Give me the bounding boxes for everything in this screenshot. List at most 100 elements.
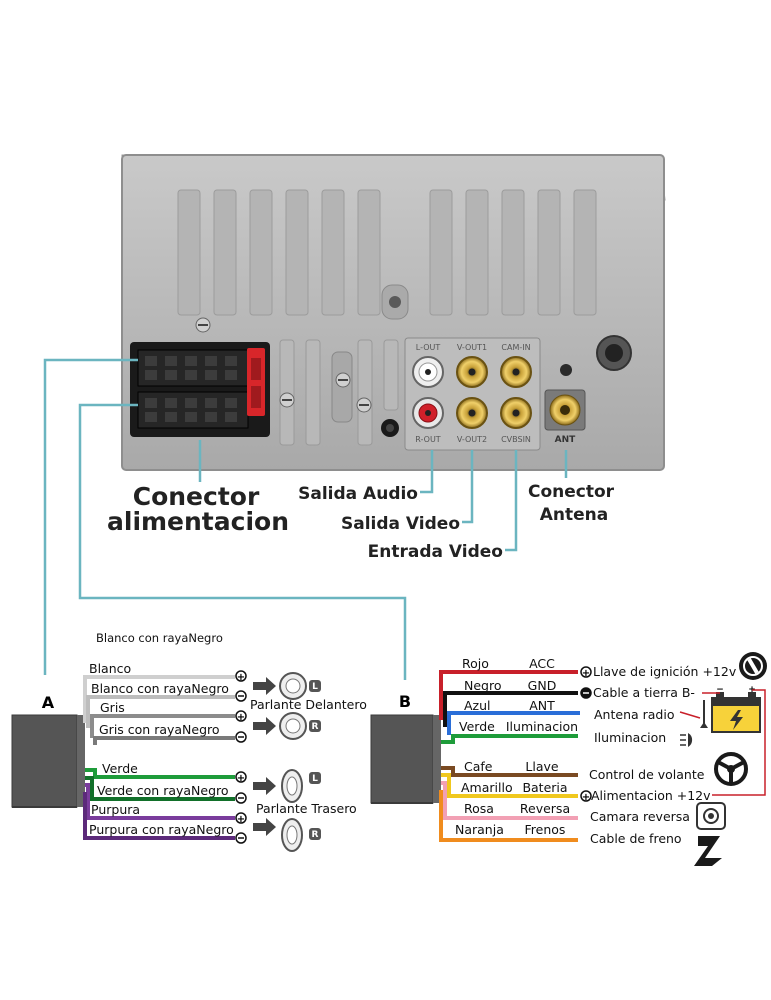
- wire-label: Blanco: [89, 661, 131, 676]
- wire-label: Blanco con rayaNegro: [91, 681, 229, 696]
- wire-green: [85, 768, 235, 779]
- rca-label-cam-in: CAM-IN: [501, 343, 530, 352]
- wire-green: [441, 734, 578, 744]
- svg-text:+: +: [237, 773, 245, 784]
- harness-b: B Rojo ACC Negro GND Azul ANT Verde Ilum…: [370, 652, 767, 866]
- callout-leaders: [43, 358, 568, 680]
- polarity-icon: + +: [580, 666, 592, 803]
- headlight-icon: [680, 733, 693, 747]
- speaker-left-badge: L: [312, 682, 318, 692]
- screw-icon: [195, 317, 372, 413]
- antenna-label: ANT: [555, 435, 576, 445]
- speaker-icon: [279, 672, 307, 852]
- wire-function: ACC: [529, 656, 555, 671]
- svg-text:+: +: [237, 712, 245, 723]
- wire-purple-black: [83, 792, 235, 840]
- speaker-right-badge: R: [312, 722, 319, 732]
- power-connector: [130, 342, 270, 437]
- rca-panel: L-OUT V-OUT1 CAM-IN R-OUT V-OUT2 CVBSIN: [404, 337, 541, 451]
- wire-purple: [85, 783, 235, 820]
- wire-color-name: Verde: [459, 719, 495, 734]
- wire-label: Blanco con rayaNegro: [96, 631, 223, 645]
- wire-color-name: Cafe: [464, 759, 493, 774]
- head-unit: L-OUT V-OUT1 CAM-IN R-OUT V-OUT2 CVBSIN: [121, 154, 666, 471]
- wire-gray-black: [93, 736, 235, 745]
- svg-text:+: +: [237, 672, 245, 683]
- callout-antenna-2: Antena: [540, 505, 609, 525]
- wire-color-name: Rosa: [464, 801, 494, 816]
- wire-green-black: [85, 776, 235, 801]
- svg-text:+: +: [582, 792, 590, 803]
- callout-labels: Conector alimentacion Salida Audio Salid…: [107, 482, 615, 562]
- wire-color-name: Azul: [464, 698, 491, 713]
- wire-function: ANT: [529, 698, 555, 713]
- wire-label: Purpura: [91, 802, 140, 817]
- wire-color-name: Rojo: [462, 656, 489, 671]
- wire-label: Gris con rayaNegro: [99, 722, 220, 737]
- wire-function: Bateria: [522, 780, 567, 795]
- harness-a: A Blanco con rayaNegro Blanco Blanco con…: [11, 631, 367, 852]
- target-steering: Control de volante: [589, 767, 705, 782]
- target-brake: Cable de freno: [590, 831, 682, 846]
- callout-antenna: Conector: [528, 482, 615, 502]
- ignition-key-icon: [739, 652, 767, 680]
- rca-label-cvbsin: CVBSIN: [501, 435, 531, 444]
- wire-function: Llave: [525, 759, 558, 774]
- antenna-icon: [700, 700, 708, 728]
- target-camera: Camara reversa: [590, 809, 690, 824]
- antenna-jack: ANT: [544, 364, 586, 445]
- rca-label-v-out1: V-OUT1: [457, 343, 487, 352]
- wire-black: [443, 691, 578, 727]
- speaker-right-badge: R: [312, 830, 319, 840]
- rear-speaker-label: Parlante Trasero: [256, 801, 357, 816]
- wire-orange: [439, 790, 578, 842]
- wire-function: GND: [528, 678, 557, 693]
- wire-color-name: Negro: [464, 678, 502, 693]
- svg-text:+: +: [237, 814, 245, 825]
- rca-label-v-out2: V-OUT2: [457, 435, 487, 444]
- svg-text:+: +: [582, 668, 590, 679]
- wire-label: Purpura con rayaNegro: [89, 822, 234, 837]
- callout-power-connector: Conector: [133, 482, 260, 511]
- camera-icon: [696, 802, 726, 830]
- wire-function: Reversa: [520, 801, 570, 816]
- target-power: Alimentacion +12v: [591, 788, 711, 803]
- steering-wheel-icon: [714, 752, 748, 786]
- wire-yellow: [441, 773, 578, 798]
- wire-white-black: [86, 695, 235, 728]
- callout-video-in: Entrada Video: [368, 542, 503, 562]
- wire-gray: [90, 714, 235, 738]
- wire-white: [83, 675, 235, 723]
- battery-icon: − +: [711, 685, 761, 733]
- wire-color-name: Amarillo: [461, 780, 513, 795]
- wire-red: [439, 670, 578, 720]
- target-ground: Cable a tierra B-: [593, 685, 695, 700]
- heat-sink-fins: [177, 189, 597, 316]
- wire-function: Iluminacion: [506, 719, 578, 734]
- antenna-wire: [679, 711, 701, 719]
- callout-power-connector-2: alimentacion: [107, 507, 289, 536]
- rca-label-r-out: R-OUT: [415, 435, 440, 444]
- wire-label: Verde con rayaNegro: [97, 783, 229, 798]
- brake-pedal-icon: [694, 836, 722, 866]
- battery-wire-pos: [712, 689, 766, 796]
- speaker-side-badge: L R L R: [309, 680, 321, 840]
- wire-label: Gris: [100, 700, 125, 715]
- wire-blue: [447, 711, 580, 735]
- arrow-right-icon: [253, 677, 276, 836]
- svg-text:−: −: [716, 685, 724, 695]
- speaker-left-badge: L: [312, 774, 318, 784]
- rca-label-l-out: L-OUT: [416, 343, 441, 352]
- wire-brown: [441, 766, 578, 777]
- target-antenna: Antena radio: [594, 707, 674, 722]
- target-illumination: Iluminacion: [594, 730, 666, 745]
- target-ignition: Llave de ignición +12v: [593, 664, 737, 679]
- front-speaker-label: Parlante Delantero: [250, 697, 367, 712]
- wire-label: Verde: [102, 761, 138, 776]
- wire-pink: [441, 781, 578, 820]
- harness-a-id: A: [42, 693, 55, 712]
- harness-b-id: B: [399, 692, 411, 711]
- callout-video-out: Salida Video: [341, 514, 460, 534]
- polarity-icon: + + + +: [235, 670, 247, 844]
